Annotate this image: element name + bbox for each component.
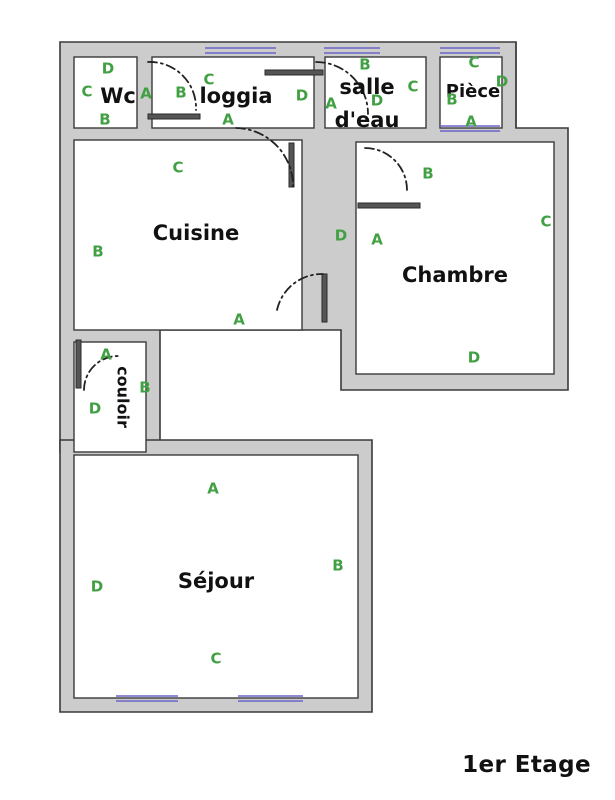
- wall-marker-couloir-b: B: [139, 379, 150, 397]
- wall-marker-chambre-c: C: [540, 213, 551, 231]
- door-swing-loggia-cuisine: [235, 127, 294, 187]
- door-swing-cuisine-couloir: [276, 273, 324, 311]
- wall-marker-salle-a: A: [325, 95, 337, 113]
- wall-marker-piece-a: A: [465, 113, 477, 131]
- room-label-chambre: Chambre: [402, 263, 508, 287]
- wall-marker-sejour-a: A: [207, 480, 219, 498]
- wall-marker-cuisine-a: A: [233, 311, 245, 329]
- room-floor-sejour: [73, 454, 359, 699]
- wall-marker-salle-b: B: [359, 56, 370, 74]
- wall-structure: [59, 41, 569, 713]
- door-leaf-cuisine-couloir: [321, 273, 328, 323]
- room-label-wc: Wc: [100, 84, 136, 108]
- wall-marker-loggia-c: C: [203, 71, 214, 89]
- wall-marker-loggia-d: D: [296, 87, 308, 105]
- wall-marker-chambre-a: A: [371, 231, 383, 249]
- door-swing-wc: [147, 61, 197, 111]
- room-label-salle-deau-line2: d'eau: [335, 108, 400, 132]
- wall-marker-sejour-c: C: [210, 650, 221, 668]
- wall-marker-group: D C B A B C A D B A D C C D B A C B A B: [81, 54, 551, 668]
- door-leaf-salle-deau: [264, 69, 324, 76]
- window-top-1: [205, 47, 276, 54]
- room-label-piece: Pièce: [446, 81, 500, 102]
- room-floor-wc: [73, 56, 138, 129]
- wall-marker-cuisine-b: B: [92, 243, 103, 261]
- room-label-couloir: couloir: [114, 366, 133, 428]
- wall-marker-chambre-d-bottom: D: [468, 349, 480, 367]
- door-leaf-chambre: [357, 202, 421, 209]
- room-floor-piece: [439, 56, 503, 129]
- wall-marker-couloir-d: D: [89, 400, 101, 418]
- window-sejour-1: [116, 695, 178, 702]
- wall-marker-loggia-b: B: [175, 84, 186, 102]
- room-label-salle-deau-line1: salle: [339, 75, 394, 99]
- window-group: [116, 47, 500, 702]
- room-label-group: Wc loggia salle d'eau Pièce Cuisine Cham…: [100, 75, 508, 593]
- room-floor-cuisine: [73, 139, 303, 331]
- window-top-2: [324, 47, 380, 54]
- door-swing-chambre: [364, 147, 408, 191]
- room-label-sejour: Séjour: [178, 569, 255, 593]
- wall-marker-cuisine-c: C: [172, 159, 183, 177]
- wall-marker-wc-d: D: [102, 60, 114, 78]
- wall-marker-piece-b: B: [446, 91, 457, 109]
- wall-marker-wc-b: B: [99, 111, 110, 129]
- wall-marker-salle-c: C: [407, 78, 418, 96]
- wall-marker-chambre-d-left: D: [335, 227, 347, 245]
- wall-marker-wc-a: A: [140, 85, 152, 103]
- floor-level-label: 1er Etage: [462, 752, 591, 778]
- wall-marker-sejour-d: D: [91, 578, 103, 596]
- wall-marker-wc-c: C: [81, 83, 92, 101]
- room-floor-couloir: [73, 341, 147, 453]
- door-leaf-group: [75, 69, 421, 389]
- window-piece-bottom: [440, 125, 500, 132]
- door-swing-couloir-left: [83, 355, 119, 391]
- wall-marker-chambre-b: B: [422, 165, 433, 183]
- wall-marker-salle-d: D: [371, 92, 383, 110]
- door-swing-loggia-chambre: [315, 61, 369, 115]
- door-leaf-loggia-cuisine: [288, 142, 295, 188]
- door-leaf-wc-lower: [147, 113, 201, 120]
- room-label-cuisine: Cuisine: [153, 221, 239, 245]
- room-label-loggia: loggia: [199, 84, 272, 108]
- wall-marker-piece-c: C: [468, 54, 479, 72]
- window-sejour-2: [238, 695, 303, 702]
- door-leaf-couloir-left: [75, 339, 82, 389]
- wall-marker-sejour-b: B: [332, 557, 343, 575]
- wall-marker-loggia-a: A: [222, 111, 234, 129]
- window-top-3: [440, 47, 500, 54]
- door-swing-group: [83, 61, 408, 391]
- wall-marker-piece-d: D: [496, 73, 508, 91]
- wall-marker-couloir-a: A: [100, 346, 112, 364]
- room-floor-chambre: [355, 141, 555, 375]
